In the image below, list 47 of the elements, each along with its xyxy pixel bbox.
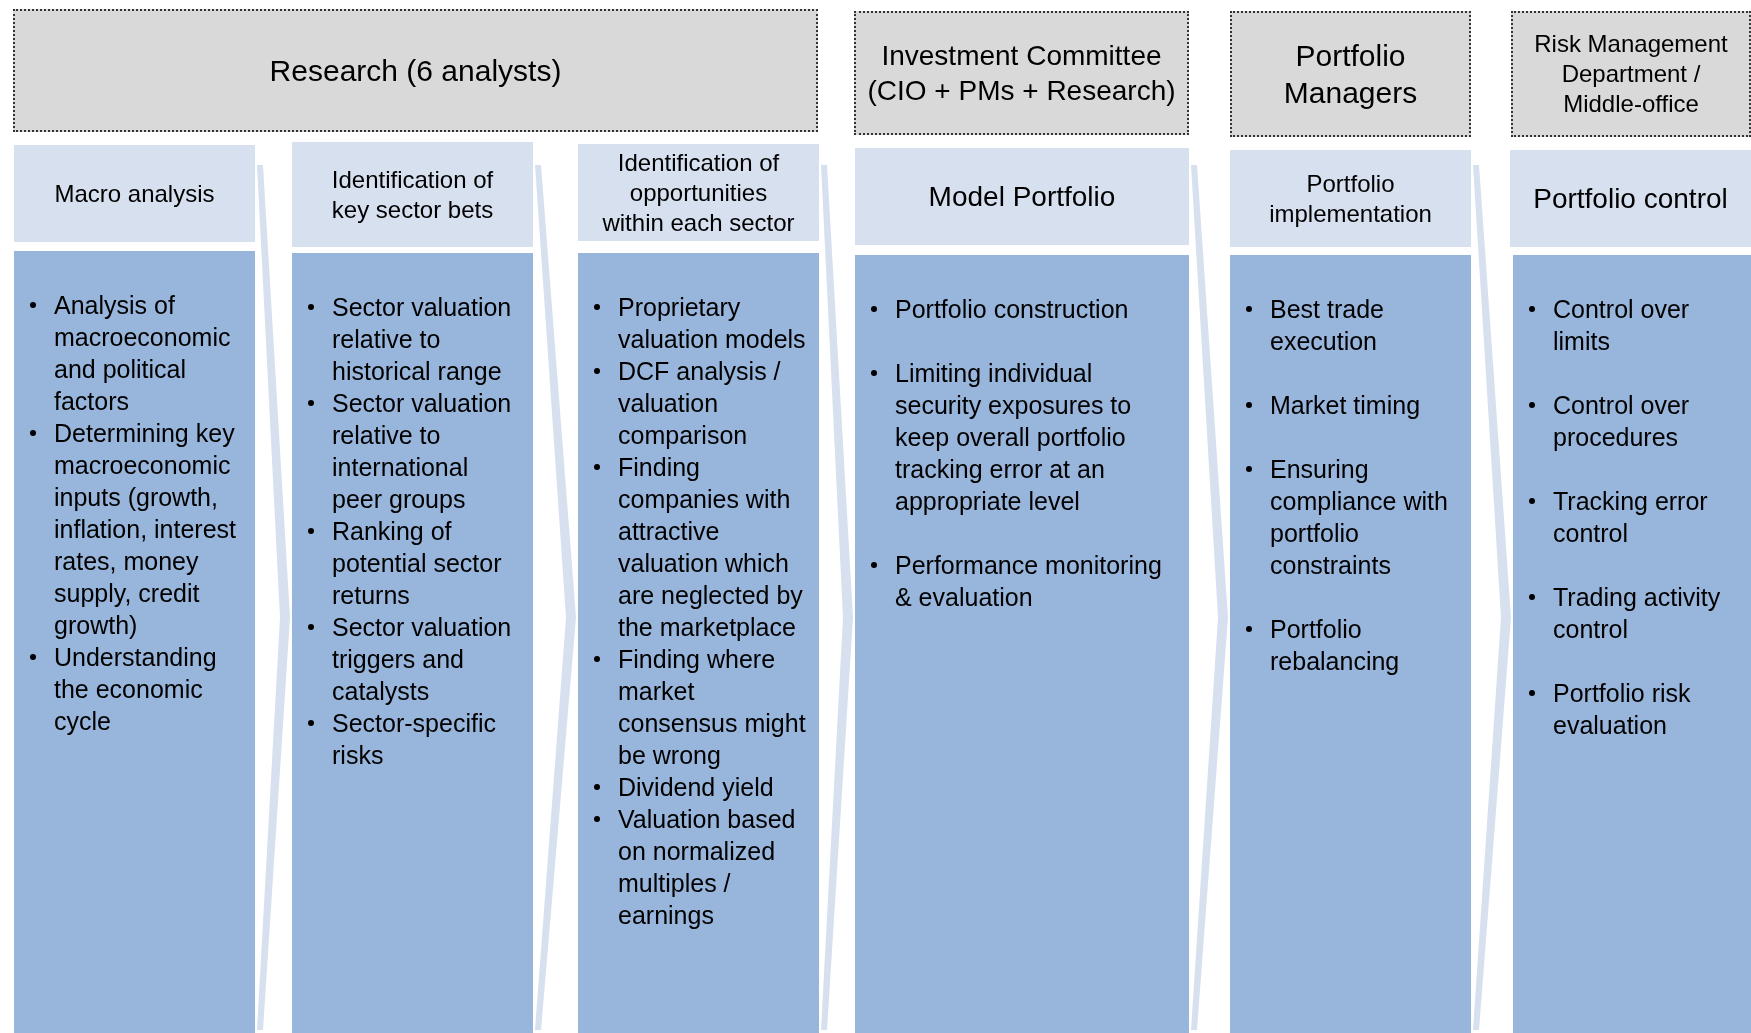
bullet-item: Portfolio construction: [885, 293, 1177, 325]
bullet-item: Dividend yield: [608, 771, 807, 803]
bullet-item: Valuation based on normalized multiples / earnings: [608, 803, 807, 931]
activity-panel: [1230, 255, 1471, 1033]
bullet-item: Ranking of potential sector returns: [322, 515, 521, 611]
bullet-item: Finding where market consensus might be wrong: [608, 643, 807, 771]
bullet-item: Control over limits: [1543, 293, 1739, 357]
chevron-arrow: [1473, 165, 1511, 1030]
bullet-item: Market timing: [1260, 389, 1459, 421]
bullet-item: Finding companies with attractive valuation which are neglected by the marketplace: [608, 451, 807, 643]
bullet-item: Best trade execution: [1260, 293, 1459, 357]
activity-panel: [855, 255, 1189, 1033]
activity-panel: [292, 253, 533, 1033]
bullet-item: Tracking error control: [1543, 485, 1739, 549]
bullet-item: Determining key macroeconomic inputs (growth, inflation, interest rates, money supply, credit growth): [44, 417, 243, 641]
bullet-item: Sector valuation triggers and catalysts: [322, 611, 521, 707]
bullet-item: Trading activity control: [1543, 581, 1739, 645]
bullet-item: Performance monitoring & evaluation: [885, 549, 1177, 613]
activity-panel: [14, 251, 255, 1033]
step-box: Portfolio control: [1510, 150, 1751, 247]
bullet-item: Analysis of macroeconomic and political factors: [44, 289, 243, 417]
role-header: Portfolio Managers: [1230, 11, 1471, 137]
step-box: Identification of opportunities within each sector: [578, 144, 819, 241]
chevron-arrow: [1191, 165, 1228, 1030]
bullet-item: Ensuring compliance with portfolio constraints: [1260, 453, 1459, 581]
bullet-item: Limiting individual security exposures to keep overall portfolio tracking error at an appropriate level: [885, 357, 1177, 517]
bullet-item: Sector-specific risks: [322, 707, 521, 771]
role-header: Research (6 analysts): [13, 9, 818, 132]
bullet-item: Sector valuation relative to international peer groups: [322, 387, 521, 515]
role-header: Risk Management Department / Middle-office: [1511, 11, 1751, 137]
bullet-item: Portfolio risk evaluation: [1543, 677, 1739, 741]
bullet-item: Sector valuation relative to historical range: [322, 291, 521, 387]
activity-panel: [578, 253, 819, 1033]
bullet-item: Portfolio rebalancing: [1260, 613, 1459, 677]
step-box: Macro analysis: [14, 145, 255, 242]
chevron-arrow: [257, 165, 290, 1030]
step-box: Portfolio implementation: [1230, 150, 1471, 247]
chevron-arrow: [535, 165, 576, 1030]
bullet-item: Proprietary valuation models: [608, 291, 807, 355]
chevron-arrow: [821, 165, 853, 1030]
step-box: Model Portfolio: [855, 148, 1189, 245]
bullet-item: Control over procedures: [1543, 389, 1739, 453]
step-box: Identification of key sector bets: [292, 142, 533, 247]
bullet-item: Understanding the economic cycle: [44, 641, 243, 737]
role-header: Investment Committee (CIO + PMs + Research): [854, 11, 1189, 135]
activity-panel: [1513, 255, 1751, 1033]
bullet-item: DCF analysis / valuation comparison: [608, 355, 807, 451]
